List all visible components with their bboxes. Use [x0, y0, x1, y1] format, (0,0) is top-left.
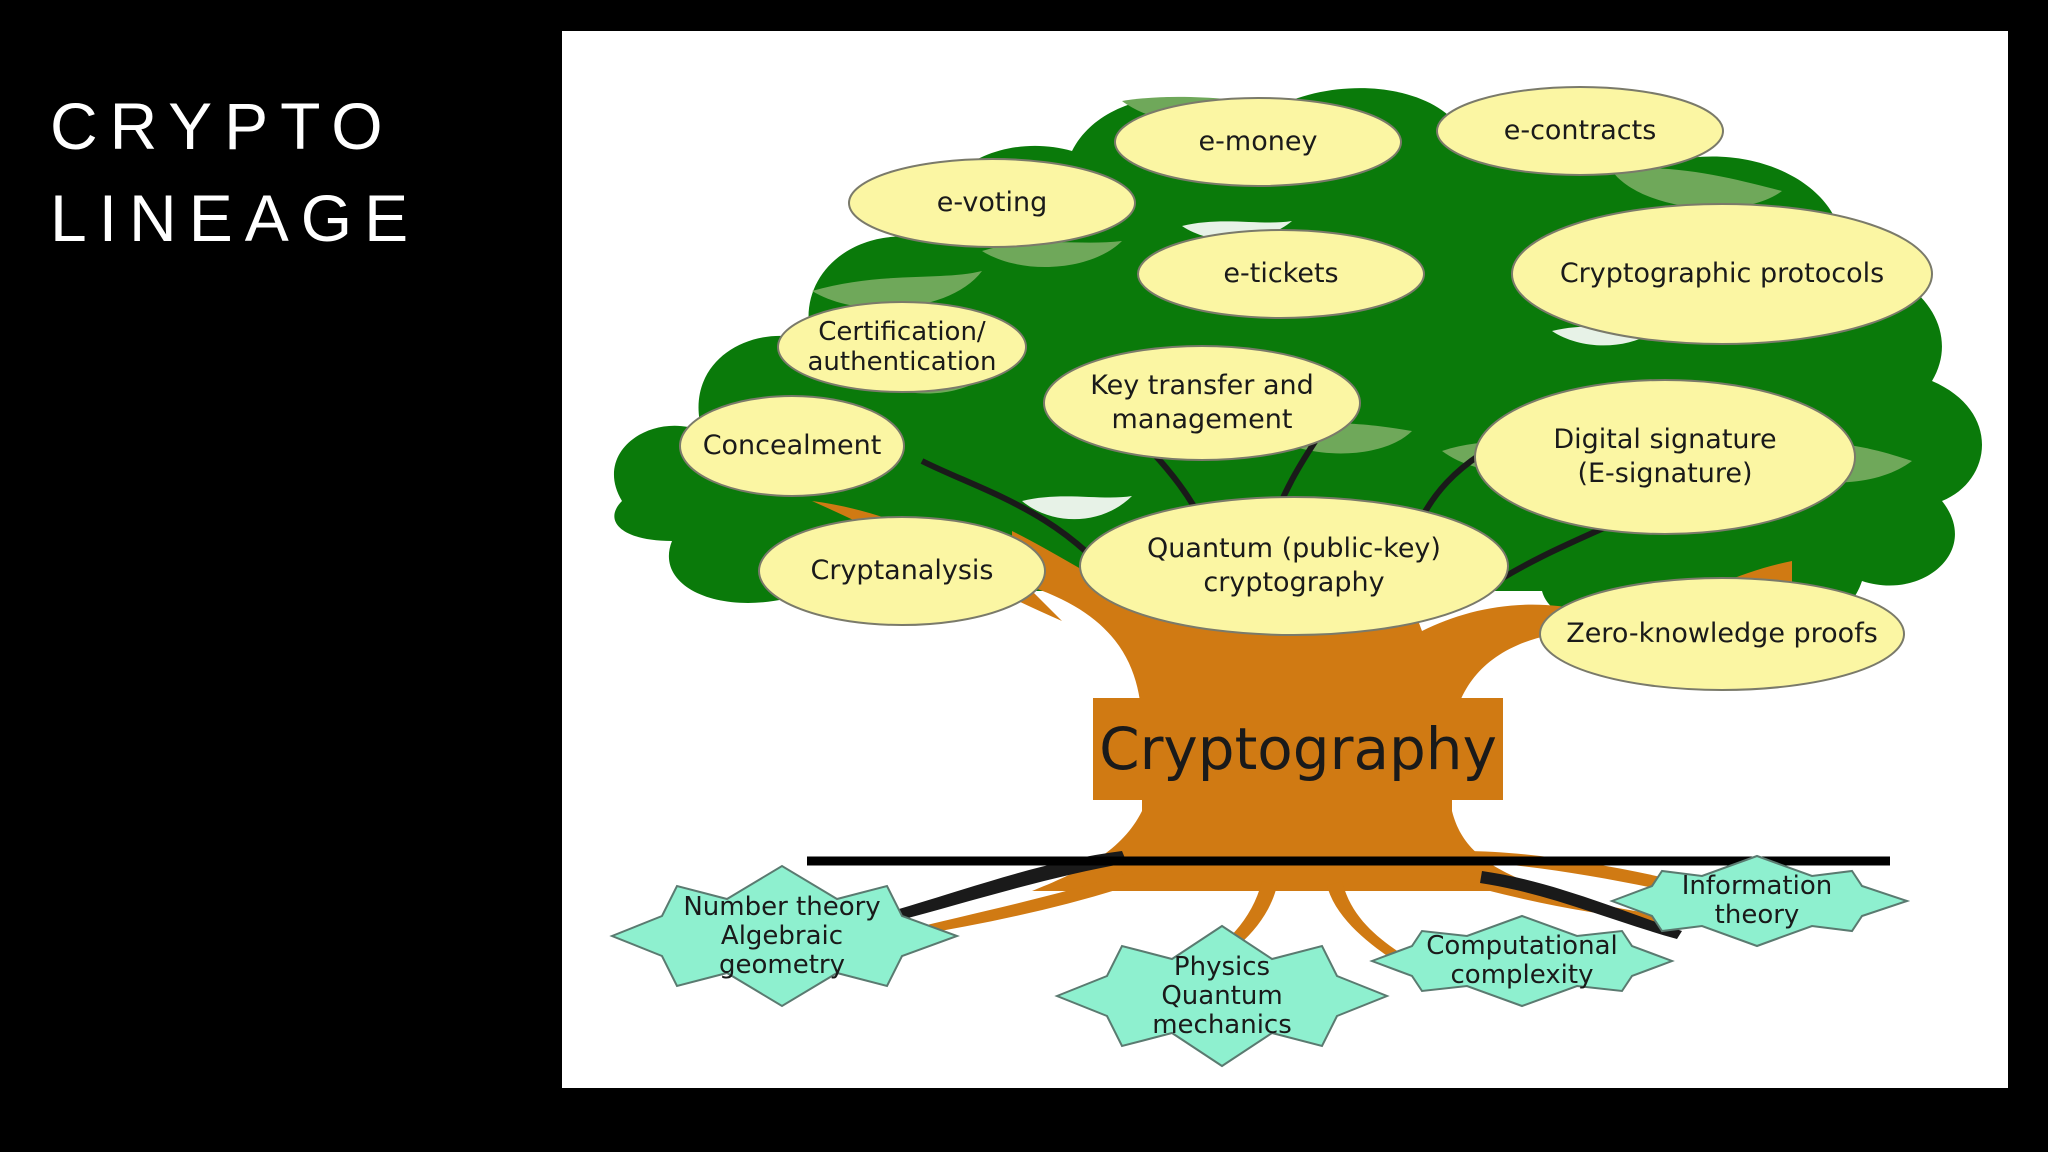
ellipse-e-contracts — [1436, 86, 1724, 176]
ellipse-zero-knowledge — [1539, 577, 1905, 691]
ellipse-concealment — [679, 395, 905, 497]
branch-label-cryptographic-protocols: Cryptographic protocols — [1559, 258, 1885, 289]
branch-label-certification: Certification/ authentication — [807, 317, 997, 377]
branch-label-cryptanalysis: Cryptanalysis — [810, 555, 994, 586]
branch-label-digital-signature: Digital signature (E-signature) — [1553, 424, 1777, 489]
ellipse-e-tickets — [1137, 229, 1425, 319]
ellipse-digital-signature — [1474, 379, 1856, 535]
ellipse-key-transfer — [1043, 345, 1361, 461]
star-physics — [1054, 924, 1390, 1068]
branch-label-quantum-crypto: Quantum (public-key) cryptography — [1147, 533, 1441, 598]
tree-illustration — [609, 86, 1982, 1068]
slide-title: CRYPTO LINEAGE — [50, 80, 420, 264]
branch-ellipses — [679, 86, 1933, 691]
ellipse-cryptanalysis — [758, 516, 1046, 626]
branch-label-e-voting: e-voting — [936, 187, 1048, 218]
star-information — [1609, 854, 1911, 948]
ellipse-quantum-crypto — [1079, 496, 1509, 636]
ellipse-certification — [777, 301, 1027, 393]
root-label-computational: Computational complexity — [1426, 931, 1618, 990]
branch-label-e-tickets: e-tickets — [1223, 258, 1339, 289]
branch-label-concealment: Concealment — [702, 430, 882, 461]
branch-label-e-money: e-money — [1198, 126, 1318, 157]
star-computational — [1369, 914, 1675, 1008]
crypto-tree-diagram: e-money e-contracts e-voting e-tickets C… — [562, 31, 2008, 1088]
star-number-theory — [609, 864, 960, 1008]
root-label-information: Information theory — [1681, 871, 1833, 930]
root-label-number-theory: Number theory Algebraic geometry — [683, 891, 881, 980]
ellipse-e-money — [1114, 97, 1402, 187]
slide-title-line-1: CRYPTO — [50, 89, 395, 163]
branch-label-zero-knowledge: Zero-knowledge proofs — [1566, 618, 1878, 649]
ellipse-e-voting — [848, 158, 1136, 248]
ellipse-cryptographic-protocols — [1511, 203, 1933, 345]
root-stars — [609, 854, 1911, 1068]
root-label-physics: Physics Quantum mechanics — [1152, 951, 1292, 1040]
branch-label-key-transfer: Key transfer and management — [1090, 370, 1314, 435]
slide-title-line-2: LINEAGE — [50, 181, 421, 255]
trunk-label-cryptography: Cryptography — [1093, 698, 1503, 800]
branch-label-e-contracts: e-contracts — [1503, 115, 1657, 146]
